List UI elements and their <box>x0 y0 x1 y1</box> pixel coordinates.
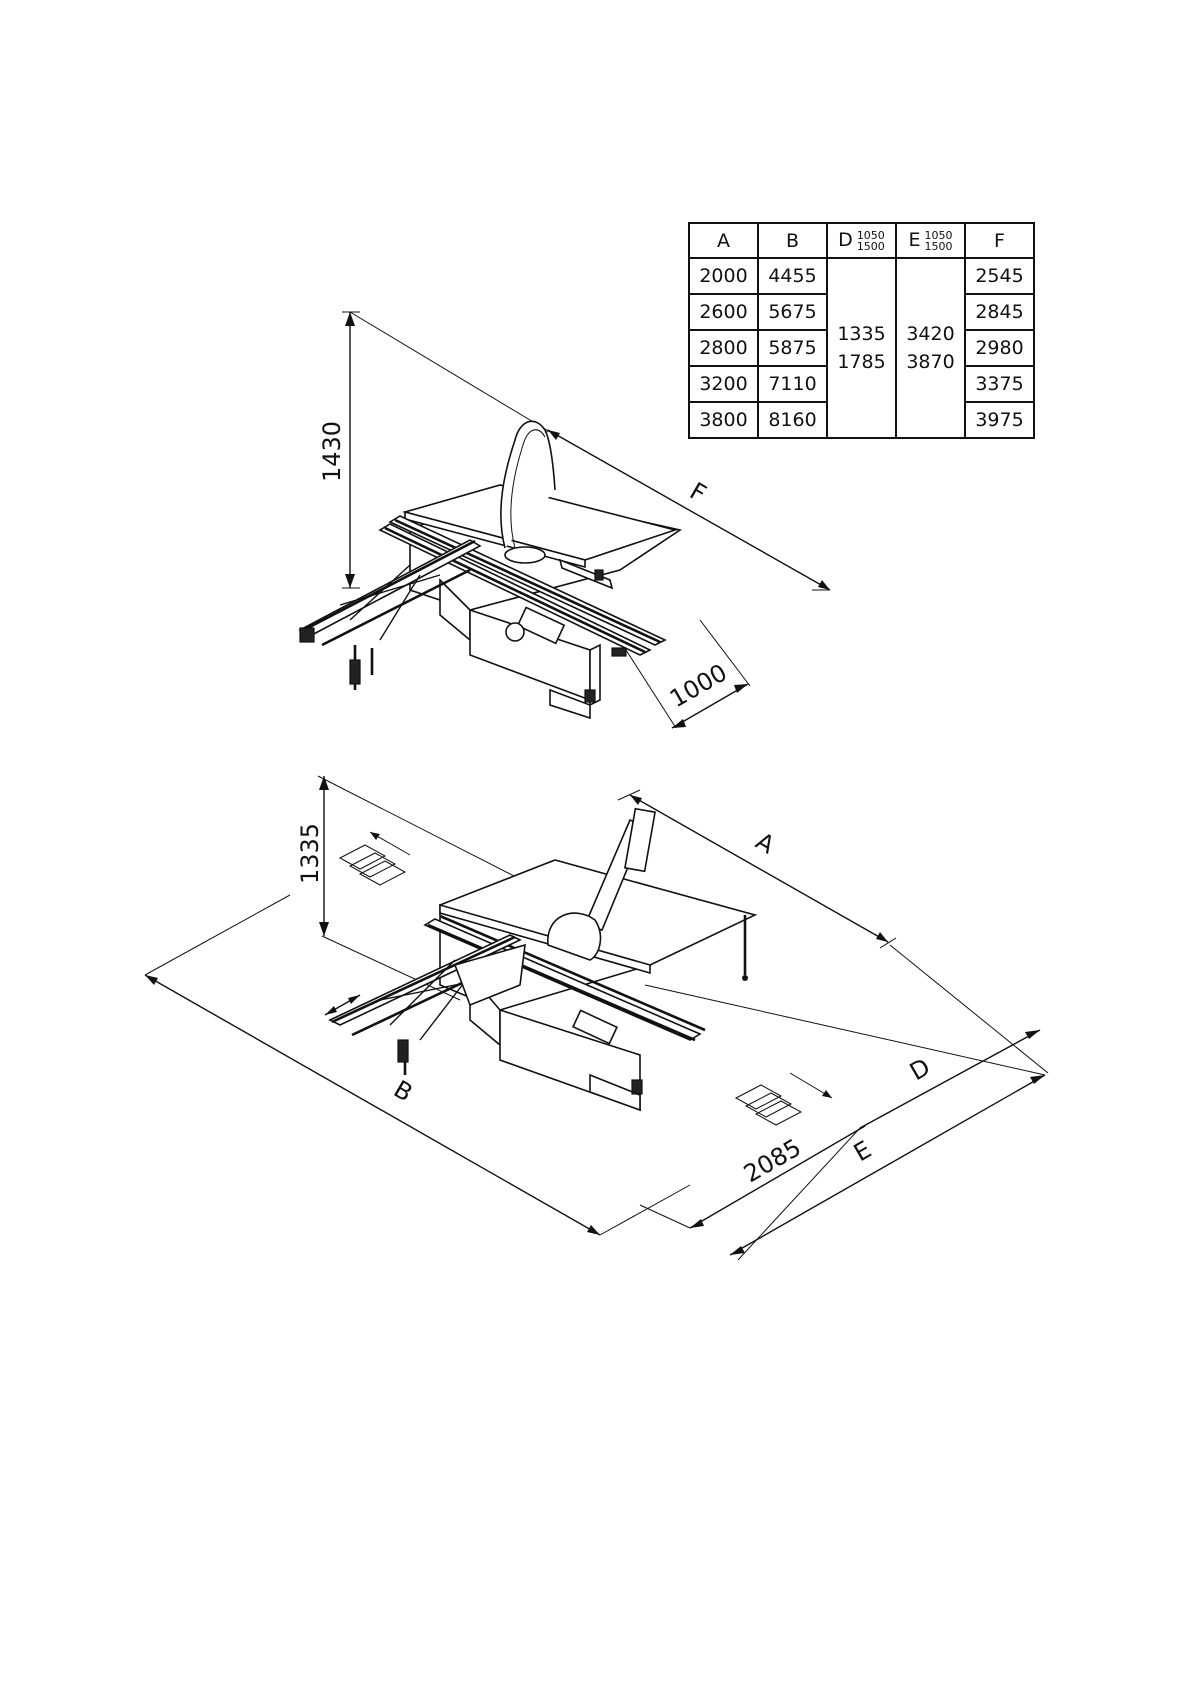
cell-F: 3375 <box>965 366 1034 402</box>
cell-F: 2980 <box>965 330 1034 366</box>
A-label: A <box>751 827 780 860</box>
cell-A: 2800 <box>689 330 758 366</box>
cell-A: 2000 <box>689 258 758 294</box>
cell-A: 3800 <box>689 402 758 438</box>
depth-label-1000: 1000 <box>665 658 732 713</box>
cell-F: 3975 <box>965 402 1034 438</box>
B-label: B <box>389 1075 417 1107</box>
cell-B: 4455 <box>758 258 827 294</box>
cell-F: 2545 <box>965 258 1034 294</box>
height-label-1430: 1430 <box>318 421 346 482</box>
panel-stack-icon-right <box>736 1073 832 1125</box>
header-F: F <box>965 223 1034 258</box>
F-label: F <box>685 477 711 508</box>
cell-A: 3200 <box>689 366 758 402</box>
panel-stack-icon-left <box>340 832 410 885</box>
E-label: E <box>849 1135 876 1167</box>
cell-B: 8160 <box>758 402 827 438</box>
header-A: A <box>689 223 758 258</box>
cell-F: 2845 <box>965 294 1034 330</box>
header-B: B <box>758 223 827 258</box>
cell-B: 5875 <box>758 330 827 366</box>
lower-machine-view <box>145 776 1048 1260</box>
cell-B: 5675 <box>758 294 827 330</box>
cell-A: 2600 <box>689 294 758 330</box>
cell-B: 7110 <box>758 366 827 402</box>
B-dimension-line <box>145 975 600 1235</box>
extension-line <box>350 312 550 432</box>
height-label-1335: 1335 <box>296 823 324 884</box>
D-label: D <box>905 1053 935 1086</box>
